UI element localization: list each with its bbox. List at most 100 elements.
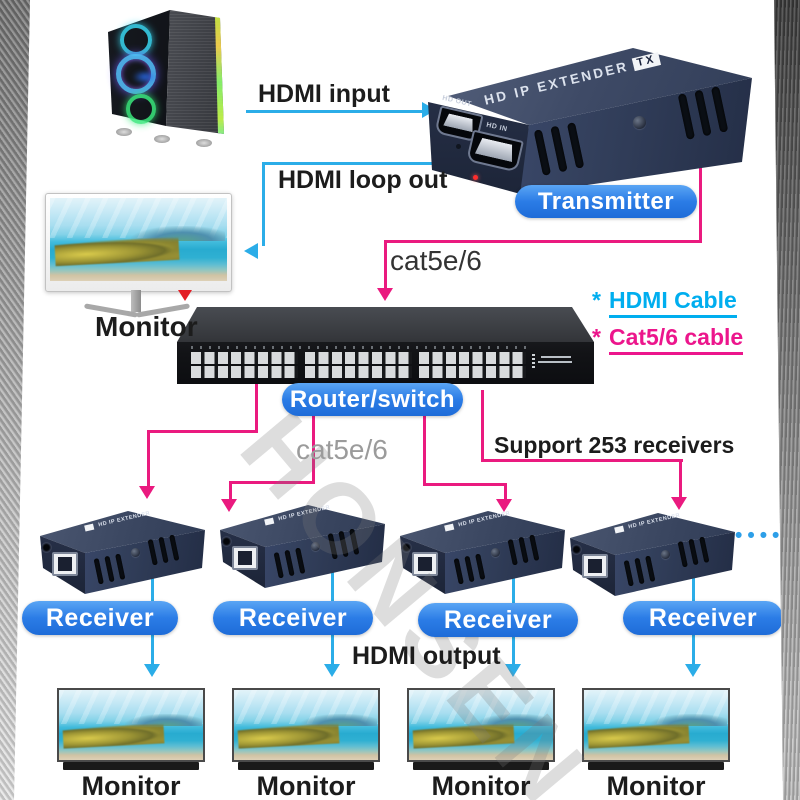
power-led [473,175,478,180]
cat-line-r3-h [423,483,507,486]
port-row [419,352,526,364]
loop-out-line-h [262,162,463,165]
cat-line-r4-arrowhead [671,497,687,510]
port-row [419,366,526,378]
rj45-hole [238,551,252,565]
monitor-screen [584,690,728,760]
rj45-hole [58,557,72,571]
hills [475,713,552,727]
vent-group [93,553,126,585]
cat-line-r2-arrowhead [221,499,237,512]
switch-model-text [538,361,572,363]
rj45-port [412,552,438,576]
hdmi-drop-arrowhead-3 [505,664,521,677]
vent-group [677,536,710,568]
vent-group [327,528,360,560]
receiver-pill-4: Receiver [623,601,783,635]
monitor-label-3: Monitor [431,771,531,800]
hdmi-input-line [246,110,424,113]
hdmi-drop-arrowhead-2 [324,664,340,677]
rocks [587,723,690,748]
vent-slot [464,555,475,583]
vent-group [147,534,180,566]
rocks [62,723,165,748]
rj45-hole [588,559,602,573]
vent-slot [338,530,349,558]
cat-line-r2-v1 [312,416,315,483]
vent-group [453,553,486,585]
pc-front-panel [166,10,224,134]
monitor-label-4: Monitor [606,771,706,800]
rj45-hole [418,557,432,571]
legend-star: * [592,324,601,350]
monitor-3 [407,688,555,770]
receiver-device: HD IP EXTENDER [32,506,207,596]
legend-hdmi-cable: * HDMI Cable [592,287,743,318]
dc-power-jack [221,536,232,547]
rocks [237,723,340,748]
reset-hole [456,144,461,149]
vent-slot [158,536,169,564]
vent-group [273,547,306,579]
pc-rgb-fan-icon [120,24,152,56]
legend-cat-cable: * Cat5/6 cable [592,324,744,355]
screw [633,116,646,129]
cat-line-r1-v2 [147,430,150,488]
cat-line-r3-v2 [504,483,507,501]
dc-power-jack [41,542,52,553]
monitor-base [588,762,724,770]
switch-port-numbers [191,346,531,349]
cat5e-bottom-label: cat5e/6 [296,434,388,465]
rocks [54,237,180,267]
cat-line-r1-v1 [255,383,258,432]
monitor-base [413,762,549,770]
monitor-top-label: Monitor [95,311,198,342]
hills [125,713,202,727]
switch-port-group [191,352,298,380]
cat-line-tx-v2 [384,240,387,290]
dc-power-jack [401,542,412,553]
hdmi-output-label: HDMI output [352,642,501,670]
rj45-port [232,546,258,570]
cat-line-r4-v2 [679,459,682,499]
hdmi-input-label: HDMI input [258,80,390,108]
screw [311,542,320,551]
hdmi-slot [475,137,516,162]
cat-line-tx-arrowhead [377,288,393,301]
cable-legend: * HDMI Cable * Cat5/6 cable [592,287,744,361]
switch-model-text [541,356,571,358]
transmitter-device: HD IP EXTENDER TX HD OUT HD IN [420,28,770,203]
port-row [191,366,298,378]
cat-line-r2-v2 [229,481,232,501]
cat-line-tx-v1 [699,138,702,242]
hills [650,713,727,727]
monitor-label-2: Monitor [256,771,356,800]
vent-slot [284,549,295,577]
screw [661,550,670,559]
switch-port-group [419,352,526,380]
pc-foot [116,128,132,136]
monitor-base [238,762,374,770]
port-row [191,352,298,364]
monitor-stand-pole [131,290,141,312]
vent-group [507,534,540,566]
monitor-base [63,762,199,770]
router-switch-pill: Router/switch [282,383,463,416]
pc-tower [106,2,234,148]
dc-power-jack [571,544,582,555]
switch-led-column [532,354,535,370]
monitor-4 [582,688,730,770]
vent-slot [694,89,712,137]
monitor-screen [409,690,553,760]
cat-line-r3-v1 [423,416,426,483]
hdmi-drop-arrowhead-1 [144,664,160,677]
legend-hdmi-cable-text: HDMI Cable [608,287,737,318]
vent-slot [688,538,699,566]
vent-slot [104,555,115,583]
receiver-device: HD IP EXTENDER [212,500,387,590]
receiver-device: HD IP EXTENDER [562,508,737,598]
cat-line-r4-h [481,459,683,462]
monitor-top-screen [50,198,227,281]
rj45-port [582,554,608,578]
